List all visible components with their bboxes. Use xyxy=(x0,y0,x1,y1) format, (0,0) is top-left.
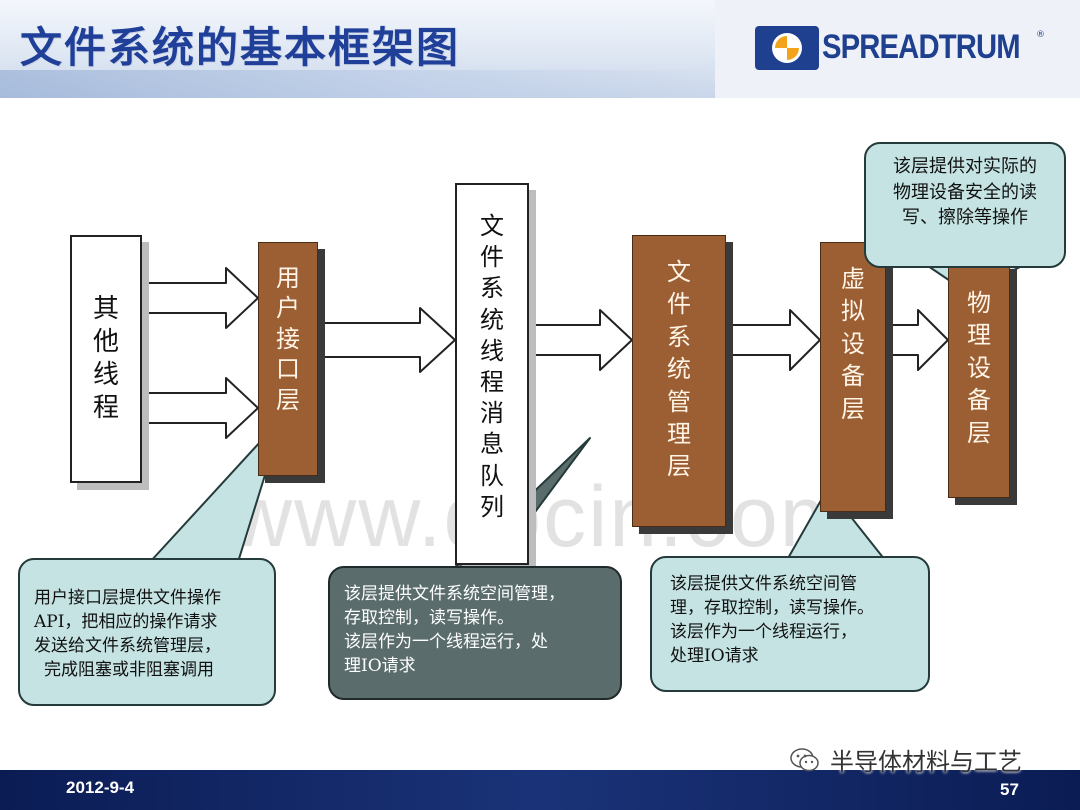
callout-line: 理，存取控制，读写操作。 xyxy=(670,598,874,619)
node-char: 设 xyxy=(841,329,865,358)
node-char: 户 xyxy=(276,294,300,323)
node-char: 列 xyxy=(480,492,504,521)
callout-line: 发送给文件系统管理层， xyxy=(34,636,221,657)
callout-line: 写、擦除等操作 xyxy=(902,207,1028,229)
node-char: 线 xyxy=(480,336,504,365)
node-char: 统 xyxy=(667,355,691,384)
spreadtrum-logo-text: SPREADTRUM xyxy=(822,28,1021,66)
node-char: 备 xyxy=(841,362,865,391)
spreadtrum-logo-icon xyxy=(755,26,819,70)
slide-title: 文件系统的基本框架图 xyxy=(20,23,461,72)
callout-line: 完成阻塞或非阻塞调用 xyxy=(44,660,214,681)
node-other-threads: 其 他 线 程 xyxy=(70,235,142,483)
node-char: 消 xyxy=(480,399,504,428)
node-char: 息 xyxy=(480,430,504,459)
node-char: 拟 xyxy=(841,297,865,326)
node-user-interface-layer: 用 户 接 口 层 xyxy=(258,242,318,476)
node-char: 理 xyxy=(667,419,691,448)
callout-line: 该层提供文件系统空间管 xyxy=(670,574,857,594)
node-char: 用 xyxy=(276,264,300,292)
callout-line: 该层提供对实际的 xyxy=(893,156,1037,177)
node-physical-device-layer: 物 理 设 备 层 xyxy=(948,262,1010,498)
node-char: 统 xyxy=(480,305,504,334)
arrow-queue-to-fsm xyxy=(531,309,633,371)
node-char: 件 xyxy=(480,243,504,272)
arrow-ui-to-queue xyxy=(319,307,456,373)
node-virtual-device-layer: 虚 拟 设 备 层 xyxy=(820,242,886,512)
node-char: 系 xyxy=(667,322,691,351)
callout-line: 该层作为一个线程运行，处 xyxy=(344,632,548,653)
callout-line: 存取控制，读写操作。 xyxy=(344,608,514,629)
arrow-other-to-ui-lower xyxy=(139,377,259,439)
node-char: 线 xyxy=(92,360,119,390)
node-char: 程 xyxy=(92,393,119,424)
page-number: 57 xyxy=(1000,780,1019,799)
wechat-icon xyxy=(790,747,819,771)
wechat-account-name: 半导体材料与工艺 xyxy=(830,748,1022,776)
callout-line: API，把相应的操作请求 xyxy=(34,612,218,633)
node-char: 接 xyxy=(276,324,300,353)
callout-line: 理IO请求 xyxy=(344,656,416,677)
arrow-virtual-to-physical xyxy=(887,309,949,371)
node-char: 备 xyxy=(967,386,991,415)
node-char: 虚 xyxy=(841,265,865,293)
node-char: 文 xyxy=(480,212,504,240)
node-fs-thread-queue: 文 件 系 统 线 程 消 息 队 列 xyxy=(455,183,529,565)
node-char: 口 xyxy=(276,355,300,384)
callout-line: 该层作为一个线程运行， xyxy=(670,622,857,643)
node-char: 系 xyxy=(480,274,504,303)
node-char: 物 xyxy=(967,289,991,317)
node-char: 层 xyxy=(667,452,691,481)
node-char: 文 xyxy=(667,258,691,286)
node-char: 层 xyxy=(276,385,300,414)
callout-fs-management: 该层提供文件系统空间管 理，存取控制，读写操作。 该层作为一个线程运行， 处理I… xyxy=(650,556,930,692)
arrow-fsm-to-virtual xyxy=(727,309,821,371)
node-char: 层 xyxy=(841,394,865,423)
callout-user-interface: 用户接口层提供文件操作 API，把相应的操作请求 发送给文件系统管理层， 完成阻… xyxy=(18,558,276,706)
callout-line: 该层提供文件系统空间管理， xyxy=(344,584,565,604)
header-band xyxy=(0,70,720,98)
node-char: 理 xyxy=(967,321,991,350)
arrow-other-to-ui-upper xyxy=(139,267,259,329)
callout-line: 处理IO请求 xyxy=(670,646,759,667)
node-char: 管 xyxy=(667,387,691,416)
node-char: 件 xyxy=(667,290,691,319)
callout-fs-queue: 该层提供文件系统空间管理， 存取控制，读写操作。 该层作为一个线程运行，处 理I… xyxy=(328,566,622,700)
logo-registered-mark: ® xyxy=(1036,30,1045,40)
callout-line: 物理设备安全的读 xyxy=(893,181,1037,203)
node-char: 其 xyxy=(92,293,119,324)
node-fs-management-layer: 文 件 系 统 管 理 层 xyxy=(632,235,726,527)
slide-footer xyxy=(0,770,1080,810)
node-char: 设 xyxy=(967,353,991,382)
node-char: 层 xyxy=(967,418,991,447)
node-char: 程 xyxy=(480,367,504,396)
callout-physical-device: 该层提供对实际的 物理设备安全的读 写、擦除等操作 xyxy=(864,142,1066,268)
node-char: 他 xyxy=(92,326,119,357)
wechat-watermark: 半导体材料与工艺 xyxy=(790,742,1022,777)
footer-date: 2012-9-4 xyxy=(66,778,135,797)
node-char: 队 xyxy=(480,461,504,490)
callout-line: 用户接口层提供文件操作 xyxy=(34,588,221,608)
